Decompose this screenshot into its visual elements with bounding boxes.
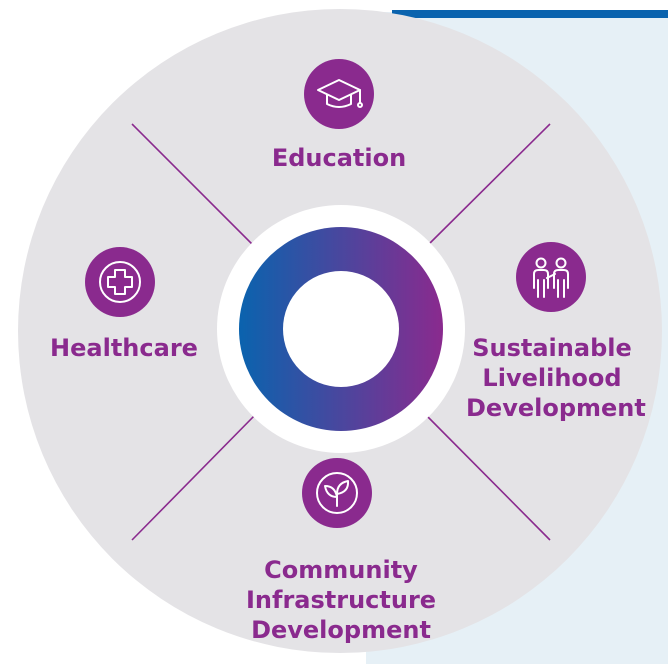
divider-lines bbox=[131, 123, 551, 541]
healthcare-label: Healthcare bbox=[50, 334, 198, 362]
infrastructure-label-line-3: Development bbox=[251, 616, 431, 644]
livelihood-label-line-2: Livelihood bbox=[482, 364, 622, 392]
divider-top-left bbox=[131, 123, 256, 248]
education-label: Education bbox=[271, 144, 407, 172]
people-icon bbox=[516, 242, 586, 312]
divider-top-right bbox=[425, 123, 551, 248]
background-accent-bar bbox=[392, 10, 668, 18]
leaf-icon bbox=[302, 458, 372, 528]
divider-bottom-left bbox=[131, 414, 256, 541]
center-white-core bbox=[283, 271, 399, 387]
graduation-cap-icon bbox=[304, 59, 374, 129]
divider-bottom-right bbox=[425, 414, 551, 541]
livelihood-label-line-3: Development bbox=[466, 394, 646, 422]
livelihood-label: Sustainable Livelihood Development bbox=[466, 333, 646, 423]
medical-cross-icon bbox=[85, 247, 155, 317]
infrastructure-label: Community Infrastructure Development bbox=[246, 555, 436, 645]
infrastructure-label-line-2: Infrastructure bbox=[246, 586, 437, 614]
livelihood-label-line-1: Sustainable bbox=[472, 334, 632, 362]
infrastructure-label-line-1: Community bbox=[264, 556, 418, 584]
